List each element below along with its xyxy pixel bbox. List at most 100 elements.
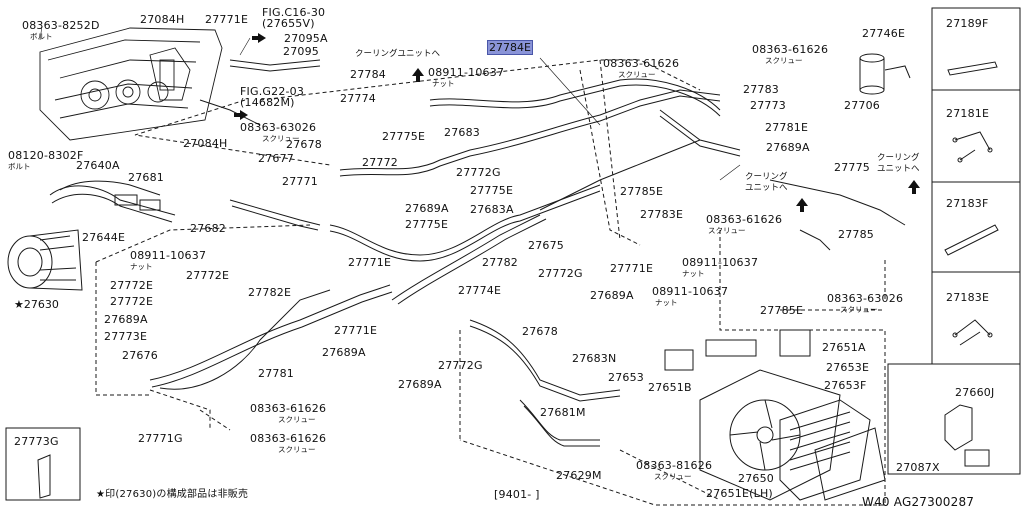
part-label[interactable]: 27677 bbox=[258, 152, 294, 165]
part-label[interactable]: 08363-63026 bbox=[827, 292, 904, 305]
part-label[interactable]: 27771E bbox=[610, 262, 654, 275]
part-label[interactable]: 27781E bbox=[765, 121, 809, 134]
part-label[interactable]: 27746E bbox=[862, 27, 906, 40]
part-label[interactable]: 08363-61626 bbox=[250, 402, 327, 415]
part-label[interactable]: 27689A bbox=[405, 202, 449, 215]
part-label[interactable]: 27772G bbox=[438, 359, 483, 372]
part-label[interactable]: 27084H bbox=[140, 13, 185, 26]
part-label[interactable]: 08363-61626 bbox=[752, 43, 829, 56]
part-label[interactable]: 27651A bbox=[822, 341, 866, 354]
part-label[interactable]: 27771E bbox=[348, 256, 392, 269]
part-label[interactable]: 08911-10637 bbox=[652, 285, 729, 298]
part-label[interactable]: 27678 bbox=[286, 138, 322, 151]
part-label[interactable]: 27681M bbox=[540, 406, 586, 419]
part-label[interactable]: 27781 bbox=[258, 367, 294, 380]
part-label[interactable]: 27774 bbox=[340, 92, 376, 105]
part-label[interactable]: 27689A bbox=[322, 346, 366, 359]
part-label[interactable]: 27772G bbox=[538, 267, 583, 280]
part-label[interactable]: 27653 bbox=[608, 371, 644, 384]
part-label[interactable]: 27683A bbox=[470, 203, 514, 216]
part-label[interactable]: 08120-8302F bbox=[8, 149, 84, 162]
fig-reference[interactable]: FIG.G22-03 bbox=[240, 85, 305, 98]
part-label[interactable]: 27773E bbox=[104, 330, 148, 343]
part-label[interactable]: 27689A bbox=[766, 141, 810, 154]
part-label[interactable]: 27681 bbox=[128, 171, 164, 184]
part-label[interactable]: 27771E bbox=[334, 324, 378, 337]
up-arrow-icon bbox=[908, 180, 920, 194]
part-label[interactable]: 27772 bbox=[362, 156, 398, 169]
starred-part-label[interactable]: ★27630 bbox=[14, 298, 59, 311]
part-label[interactable]: 27689A bbox=[398, 378, 442, 391]
fig-reference[interactable]: FIG.C16-30 bbox=[262, 6, 326, 19]
part-label[interactable]: 08363-61626 bbox=[250, 432, 327, 445]
part-label[interactable]: 27772E bbox=[110, 279, 154, 292]
part-label[interactable]: 08363-8252D bbox=[22, 19, 100, 32]
part-label[interactable]: 27706 bbox=[844, 99, 880, 112]
highlighted-part-27784E[interactable]: 27784E bbox=[487, 40, 533, 55]
part-label[interactable]: 27683 bbox=[444, 126, 480, 139]
part-label[interactable]: 08911-10637 bbox=[130, 249, 207, 262]
part-label[interactable]: 27675 bbox=[528, 239, 564, 252]
part-label[interactable]: 27689A bbox=[104, 313, 148, 326]
part-label[interactable]: 08363-63026 bbox=[240, 121, 317, 134]
part-label[interactable]: 27775E bbox=[405, 218, 449, 231]
footer-note: ★印(27630)の構成部品は非販売 bbox=[96, 489, 249, 500]
part-label[interactable]: 27785E bbox=[760, 304, 804, 317]
part-label[interactable]: 27784 bbox=[350, 68, 386, 81]
part-label[interactable]: 27682 bbox=[190, 222, 226, 235]
part-label[interactable]: 27095 bbox=[283, 45, 319, 58]
part-label[interactable]: 27773 bbox=[750, 99, 786, 112]
part-label[interactable]: 27644E bbox=[82, 231, 126, 244]
part-label[interactable]: 27651E(LH) bbox=[706, 487, 773, 500]
part-note: スクリュー bbox=[765, 56, 803, 65]
part-label[interactable]: 27630 bbox=[23, 298, 59, 311]
part-label[interactable]: 08363-81626 bbox=[636, 459, 713, 472]
part-label[interactable]: 27772E bbox=[110, 295, 154, 308]
part-label[interactable]: 27689A bbox=[590, 289, 634, 302]
side-panel-part-label[interactable]: 27183E bbox=[946, 291, 990, 304]
part-label[interactable]: 27651B bbox=[648, 381, 692, 394]
part-label[interactable]: 27785 bbox=[838, 228, 874, 241]
up-arrow-icon bbox=[412, 68, 424, 82]
part-label[interactable]: 27782E bbox=[248, 286, 292, 299]
part-label[interactable]: 27653F bbox=[824, 379, 867, 392]
part-label[interactable]: 27782 bbox=[482, 256, 518, 269]
part-label[interactable]: 27683N bbox=[572, 352, 617, 365]
part-label[interactable]: 27650 bbox=[738, 472, 774, 485]
part-label[interactable]: 08911-10637 bbox=[428, 66, 505, 79]
part-label[interactable]: 27771 bbox=[282, 175, 318, 188]
part-label[interactable]: 27785E bbox=[620, 185, 664, 198]
part-label[interactable]: 27629M bbox=[556, 469, 602, 482]
part-label[interactable]: 27087X bbox=[896, 461, 940, 474]
bottom-right-box bbox=[887, 363, 1021, 475]
part-label[interactable]: 27771E bbox=[205, 13, 249, 26]
part-label[interactable]: 27771G bbox=[138, 432, 183, 445]
part-label[interactable]: 27084H bbox=[183, 137, 228, 150]
side-panel-parts bbox=[37, 61, 999, 499]
part-label[interactable]: 27775E bbox=[470, 184, 514, 197]
part-label[interactable]: 27640A bbox=[76, 159, 120, 172]
part-label[interactable]: 08363-61626 bbox=[603, 57, 680, 70]
part-label[interactable]: 27783E bbox=[640, 208, 684, 221]
fig-reference: (14682M) bbox=[240, 96, 295, 109]
part-label[interactable]: 27775E bbox=[382, 130, 426, 143]
part-label[interactable]: 27678 bbox=[522, 325, 558, 338]
part-label[interactable]: 27775 bbox=[834, 161, 870, 174]
part-label[interactable]: 08911-10637 bbox=[682, 256, 759, 269]
part-label[interactable]: 27653E bbox=[826, 361, 870, 374]
side-panel-part-label[interactable]: 27189F bbox=[946, 17, 989, 30]
part-label[interactable]: 27095A bbox=[284, 32, 328, 45]
side-panel-part-label[interactable]: 27181E bbox=[946, 107, 990, 120]
part-label[interactable]: 27660J bbox=[955, 386, 995, 399]
part-label[interactable]: 27774E bbox=[458, 284, 502, 297]
part-label[interactable]: 08363-61626 bbox=[706, 213, 783, 226]
part-label[interactable]: 27772G bbox=[456, 166, 501, 179]
side-panel-part-label[interactable]: 27183F bbox=[946, 197, 989, 210]
pipe-27781 bbox=[149, 284, 391, 381]
part-label[interactable]: 27676 bbox=[122, 349, 158, 362]
part-label[interactable]: 27773G bbox=[14, 435, 59, 448]
part-label[interactable]: 27783 bbox=[743, 83, 779, 96]
part-label[interactable]: 27772E bbox=[186, 269, 230, 282]
pipe-27681M bbox=[519, 399, 600, 441]
